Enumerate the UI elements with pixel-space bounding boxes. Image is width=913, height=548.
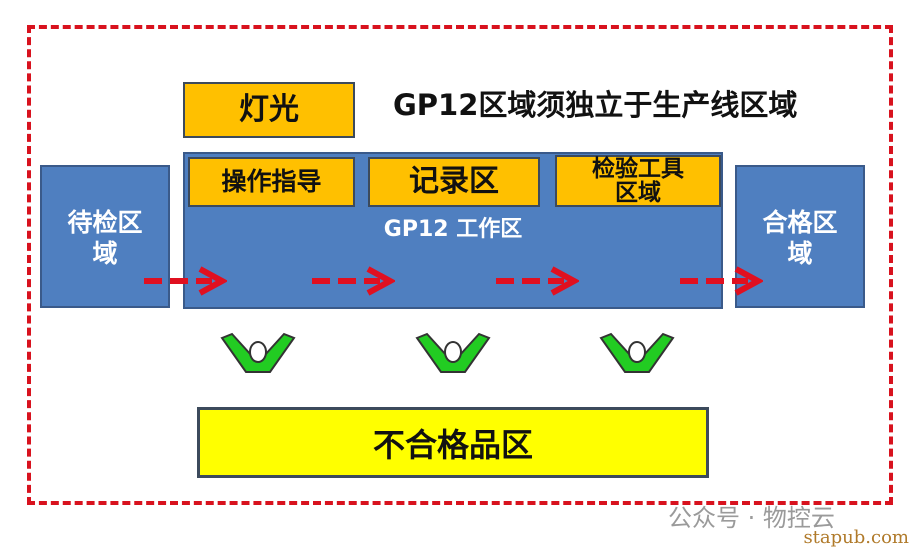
gp12-boundary	[27, 25, 893, 505]
inspector-figure-icon	[415, 332, 491, 373]
light-box: 灯光	[183, 82, 355, 138]
inspection-tool-area: 检验工具区域	[555, 155, 721, 207]
site-label: stapub.com	[803, 527, 909, 548]
record-area: 记录区	[368, 157, 540, 207]
flow-arrow-icon	[312, 266, 395, 296]
inspector-figure-icon	[220, 332, 296, 373]
flow-arrow-icon	[680, 266, 763, 296]
flow-arrow-icon	[144, 266, 227, 296]
waiting-area: 待检区域	[40, 165, 170, 308]
watermark: 公众号 · 物控云	[668, 504, 835, 532]
diagram-title: GP12区域须独立于生产线区域	[393, 88, 798, 122]
operation-guide-area: 操作指导	[188, 157, 355, 207]
inspector-figure-icon	[599, 332, 675, 373]
flow-arrow-icon	[496, 266, 579, 296]
passed-area: 合格区域	[735, 165, 865, 308]
reject-area: 不合格品区	[197, 407, 709, 478]
